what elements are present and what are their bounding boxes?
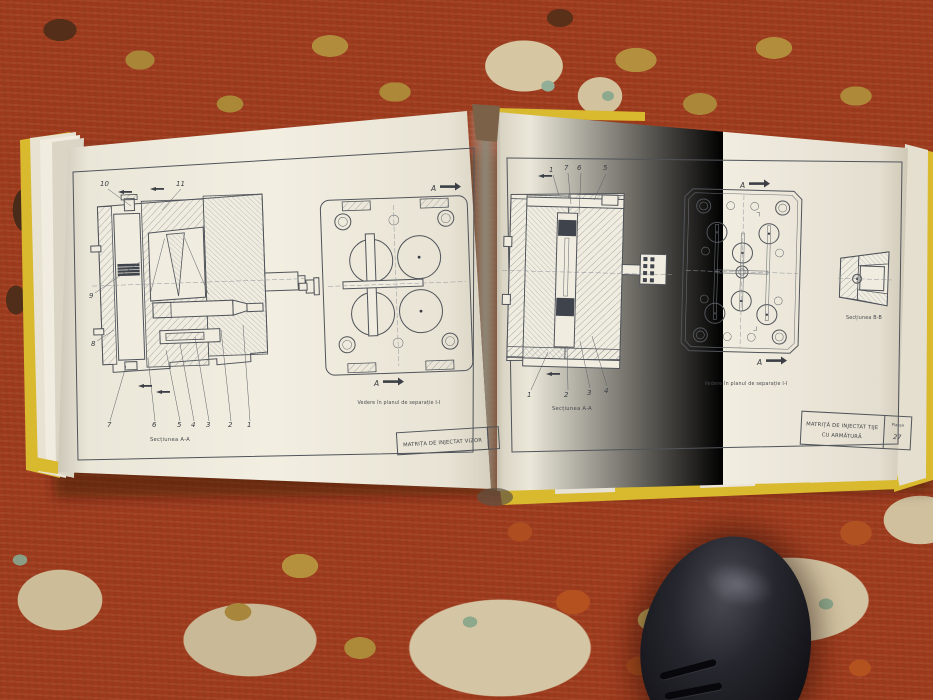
shoe-highlight	[699, 555, 779, 614]
part-label: 7	[564, 164, 569, 172]
part-label: 5	[177, 421, 182, 429]
plate-number: 27	[893, 433, 903, 441]
part-label: 2	[228, 421, 233, 429]
part-label: 8	[91, 340, 96, 348]
part-label: 2	[564, 391, 569, 399]
right-drawing: 1 7 6 5 1 2 3 4 A A	[501, 157, 913, 453]
book-gutter	[467, 104, 513, 506]
left-section-caption: Secțiunea A-A	[150, 437, 190, 443]
view-arrow-left-bottom: A	[373, 377, 404, 388]
left-plan-view	[298, 195, 474, 376]
part-label: 10	[100, 180, 109, 188]
right-section-view	[501, 193, 673, 369]
part-label: 4	[191, 421, 195, 429]
view-mark-label: A	[373, 379, 379, 388]
plate-label: Planșa	[892, 422, 905, 428]
section-tick	[538, 174, 560, 376]
right-title-block: MATRIȚĂ DE INJECTAT TIJE CU ARMĂTURĂ Pla…	[799, 410, 913, 451]
right-page-stack	[497, 108, 933, 505]
part-label: 1	[549, 166, 553, 174]
view-mark-label: A	[756, 358, 762, 367]
right-title-line2: CU ARMĂTURĂ	[821, 431, 862, 440]
view-mark-label: A	[430, 184, 436, 193]
section-tick	[118, 187, 170, 394]
part-label: 4	[604, 387, 608, 395]
right-plan-caption: Vedere în planul de separație I-I	[704, 380, 787, 387]
left-plan-nozzle	[298, 277, 320, 296]
left-title-text: MATRIȚA DE INJECTAT VIZOR	[403, 438, 483, 449]
left-drawing: 10 11 9 8 7 6 5 4 3 2 1	[72, 147, 501, 461]
part-label: 3	[206, 421, 210, 429]
right-title-line1: MATRIȚĂ DE INJECTAT TIJE	[806, 420, 878, 431]
left-plan-caption: Vedere în planul de separație I-I	[357, 399, 440, 406]
shoe-lace	[659, 658, 718, 681]
part-label: 11	[176, 180, 185, 188]
part-label: 5	[603, 164, 608, 172]
view-arrow-right-top: A	[739, 179, 770, 190]
left-part-labels: 10 11 9 8 7 6 5 4 3 2 1	[89, 180, 251, 429]
right-part-labels: 1 7 6 5 1 2 3 4	[527, 164, 608, 399]
right-detail-caption: Secțiunea B-B	[846, 315, 882, 321]
part-label: 1	[527, 391, 531, 399]
left-section-view	[90, 193, 306, 373]
view-mark-label: A	[739, 181, 745, 190]
view-arrow-right-bottom: A	[756, 356, 787, 367]
part-label: 9	[89, 292, 94, 300]
left-title-block: MATRIȚA DE INJECTAT VIZOR	[395, 426, 501, 456]
left-drawing-frame	[72, 147, 475, 461]
part-label: 6	[152, 421, 157, 429]
right-plan-view	[680, 188, 803, 354]
right-detail-view	[838, 251, 893, 307]
part-label: 7	[107, 421, 112, 429]
view-arrow-left-top: A	[430, 182, 461, 193]
shoe-lace	[664, 682, 723, 700]
part-label: 6	[577, 164, 582, 172]
right-section-caption: Secțiunea A-A	[552, 406, 592, 412]
part-label: 3	[587, 389, 591, 397]
part-label: 1	[247, 421, 251, 429]
